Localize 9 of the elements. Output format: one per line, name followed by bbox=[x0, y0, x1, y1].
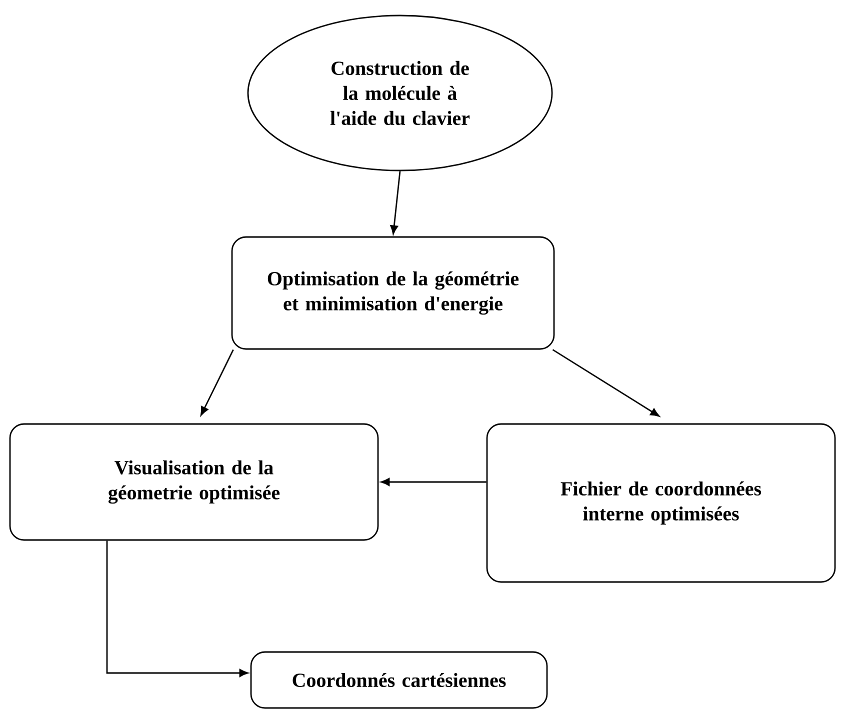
process-box: Optimisation de la géométrie et minimisation d'energie bbox=[231, 236, 555, 350]
file-box: Fichier de coordonnées interne optimisées bbox=[486, 423, 836, 583]
arrow bbox=[390, 171, 401, 234]
process-box: Visualisation de la géometrie optimisée bbox=[9, 423, 379, 541]
arrow bbox=[106, 540, 248, 677]
arrow bbox=[200, 349, 234, 416]
output-box: Coordonnés cartésiennes bbox=[250, 651, 548, 709]
arrow bbox=[380, 478, 486, 486]
arrow bbox=[552, 349, 660, 417]
